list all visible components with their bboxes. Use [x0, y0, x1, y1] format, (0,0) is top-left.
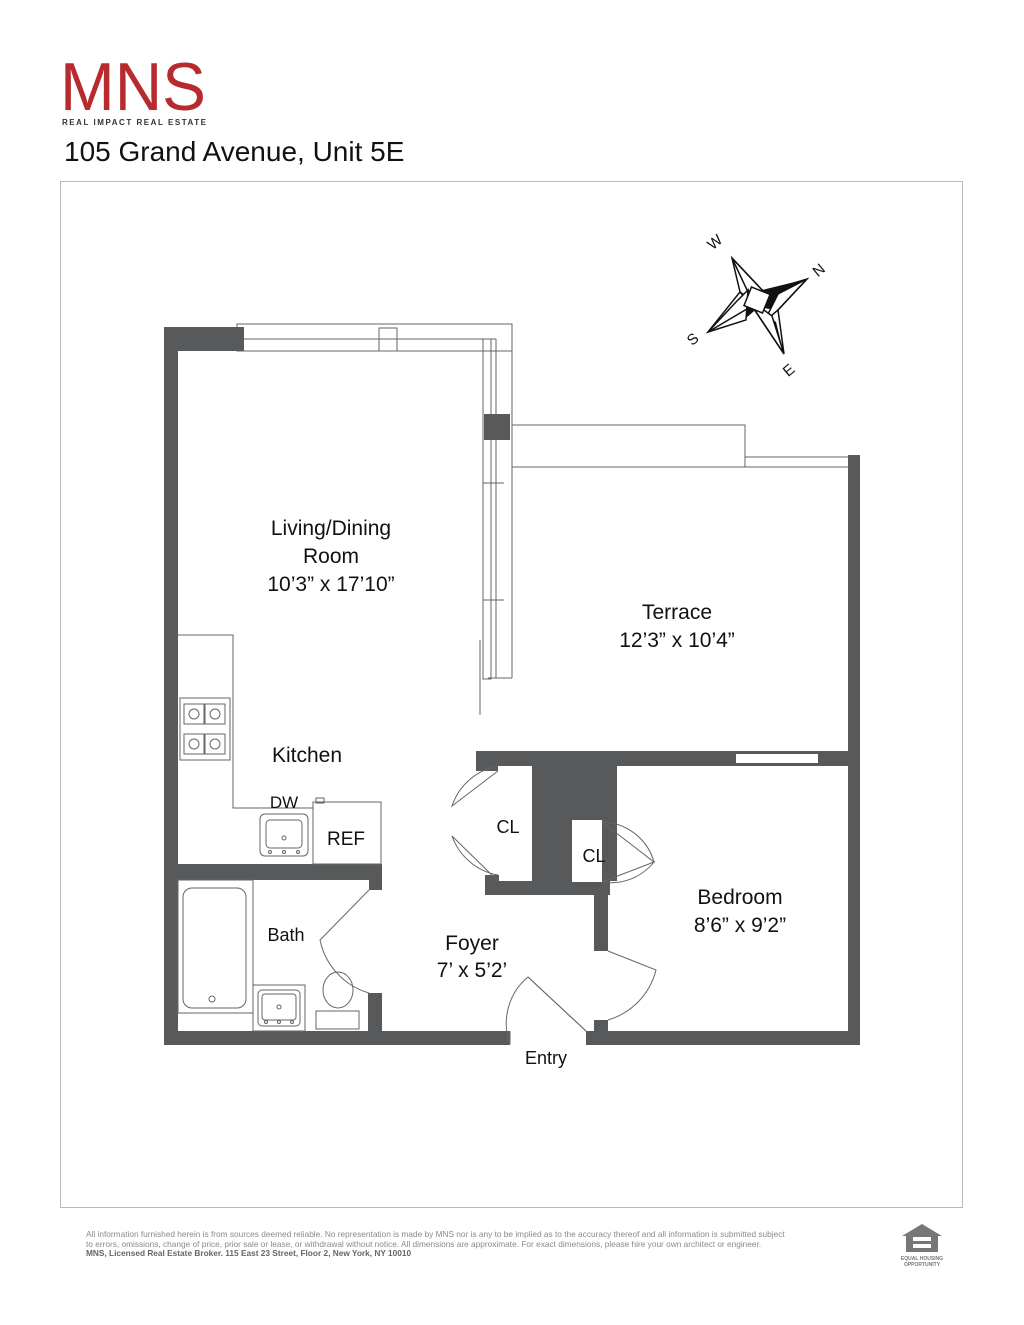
bath-name: Bath: [267, 925, 304, 945]
window-railings: [236, 323, 848, 765]
disclaimer-line-2: to errors, omissions, change of price, p…: [86, 1238, 762, 1249]
closet-label-2: CL: [582, 846, 605, 866]
mns-logo: MNS REAL IMPACT REAL ESTATE: [60, 49, 220, 132]
eho-line-1: EQUAL HOUSING: [901, 1256, 943, 1262]
compass-north-label: N: [809, 261, 828, 281]
bedroom-dims: 8’6” x 9’2”: [694, 914, 786, 937]
legal-disclaimer: All information furnished herein is from…: [86, 1229, 876, 1259]
bathroom-fixtures: [177, 879, 360, 1032]
compass-rose-icon: W N S E: [684, 231, 829, 380]
dishwasher-label: DW: [270, 793, 298, 812]
foyer-name: Foyer: [445, 932, 499, 955]
equal-housing-icon: EQUAL HOUSING OPPORTUNITY: [898, 1222, 946, 1268]
floorplan-frame: [60, 181, 963, 1208]
compass-west-label: W: [704, 231, 726, 254]
closet-label-1: CL: [496, 817, 519, 837]
kitchen-name: Kitchen: [272, 744, 342, 767]
door-swings: [319, 765, 657, 1045]
broker-info: MNS, Licensed Real Estate Broker. 115 Ea…: [86, 1248, 412, 1259]
terrace-name: Terrace: [642, 601, 712, 624]
room-labels: Living/Dining Room 10’3” x 17’10” Terrac…: [267, 517, 786, 1068]
foyer-dims: 7’ x 5’2’: [437, 959, 507, 982]
terrace-dims: 12’3” x 10’4”: [619, 629, 735, 652]
eho-line-2: OPPORTUNITY: [904, 1262, 941, 1268]
compass-east-label: E: [780, 361, 799, 380]
living-room-dims: 10’3” x 17’10”: [267, 573, 394, 596]
listing-address: 105 Grand Avenue, Unit 5E: [64, 136, 405, 167]
living-room-name-line1: Living/Dining: [271, 517, 391, 540]
logo-tagline: REAL IMPACT REAL ESTATE: [62, 118, 207, 127]
entry-label: Entry: [525, 1048, 567, 1068]
disclaimer-line-1: All information furnished herein is from…: [86, 1229, 785, 1239]
logo-wordmark: MNS: [60, 52, 206, 125]
refrigerator-label: REF: [327, 829, 365, 850]
openings: [572, 754, 818, 882]
kitchen-fixtures: [178, 634, 382, 865]
living-room-name-line2: Room: [303, 545, 359, 568]
compass-south-label: S: [684, 330, 703, 349]
bedroom-name: Bedroom: [697, 886, 782, 909]
